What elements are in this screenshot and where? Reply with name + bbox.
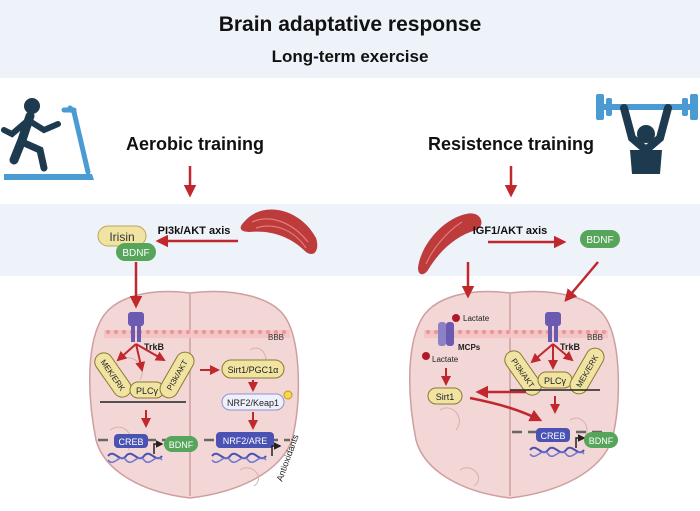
bbb-right <box>424 330 608 338</box>
lactate-dot-bottom <box>422 352 430 360</box>
page-title: Brain adaptative response <box>219 13 482 36</box>
sirt1-label: Sirt1 <box>436 392 455 402</box>
transcription-arrow-nrf2 <box>271 442 282 456</box>
bdnf-to-trkb-arrow-right <box>564 261 599 302</box>
arrow-to-mek-right <box>552 343 574 362</box>
lactate-dot-top <box>452 314 460 322</box>
trkb-label-right: TrkB <box>560 342 581 352</box>
bdnf-out-label-right: BDNF <box>589 436 614 446</box>
creb-label-right: CREB <box>540 431 565 441</box>
brain-right <box>409 290 620 499</box>
sirt-pgc-label: Sirt1/PGC1α <box>228 365 279 375</box>
sirt-pgc-pill <box>221 359 285 379</box>
aerobic-title: Aerobic training <box>126 134 264 154</box>
weightlifter-icon <box>596 94 698 174</box>
arrow-to-mek-left <box>116 343 137 362</box>
dna-icon-nrf2 <box>211 452 267 460</box>
plc-label-left: PLCγ <box>136 386 159 396</box>
dna-icon-left <box>107 452 163 460</box>
aerobic-axis-label: PI3k/AKT axis <box>158 225 231 237</box>
arrow-to-pi3k-left <box>135 343 166 361</box>
bdnf-pill-right <box>580 230 620 248</box>
page-subtitle: Long-term exercise <box>272 47 429 66</box>
arrow-to-pi3k-right <box>530 343 554 364</box>
runner-treadmill-icon <box>1 98 94 180</box>
resistance-title: Resistence training <box>428 134 594 154</box>
lactate-label-bottom: Lactate <box>432 355 459 364</box>
creb-label-left: CREB <box>118 437 143 447</box>
sirt1-pill <box>427 387 463 405</box>
creb-box-left <box>114 434 148 448</box>
ros-icon <box>283 390 293 400</box>
nrf2-keap-pill <box>221 393 285 411</box>
sirt-to-creb-arrow <box>469 396 543 422</box>
dna-icon-right <box>529 446 585 454</box>
trkb-label-left: TrkB <box>144 342 165 352</box>
bbb-label-right: BBB <box>587 333 603 342</box>
muscle-icon <box>240 209 318 255</box>
creb-box-right <box>536 428 570 442</box>
mcp-transporter-icon <box>438 322 454 346</box>
irisin-label: Irisin <box>109 230 134 244</box>
bdnf-out-label-left: BDNF <box>169 440 194 450</box>
bdnf-out-pill-left <box>164 436 198 452</box>
bdnf-pill-left <box>116 243 156 261</box>
bbb-left <box>104 330 290 338</box>
mcps-label: MCPs <box>458 343 481 352</box>
muscle-icon-right <box>418 213 482 275</box>
trkb-receptor-right <box>545 312 561 342</box>
resistance-axis-label: IGF1/AKT axis <box>473 225 548 237</box>
arrow-to-plc-left <box>135 343 146 372</box>
nrf2-keap-label: NRF2/Keap1 <box>227 398 279 408</box>
header-band <box>0 0 700 78</box>
bdnf-label-right: BDNF <box>586 235 613 246</box>
plc-label-right: PLCγ <box>544 376 567 386</box>
trkb-receptor-left <box>128 312 144 342</box>
lactate-label-top: Lactate <box>463 314 490 323</box>
bdnf-label-left: BDNF <box>122 248 149 259</box>
bdnf-out-pill-right <box>584 432 618 448</box>
transcription-arrow-right <box>575 434 586 448</box>
nrf2-are-label: NRF2/ARE <box>223 436 268 446</box>
bbb-label-left: BBB <box>268 333 284 342</box>
transcription-arrow-left <box>153 440 164 454</box>
nrf2-are-box <box>216 432 274 448</box>
